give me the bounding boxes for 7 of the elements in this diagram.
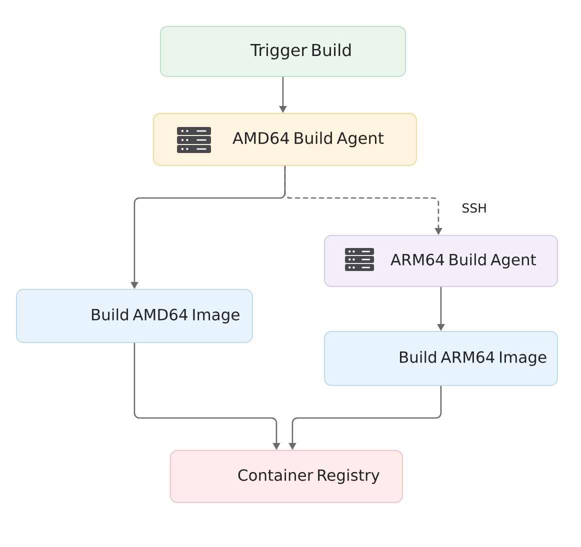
step-box: Trigger Build [160,26,406,77]
step-box: Container Registry [170,450,403,503]
step-box: Build AMD64 Image [16,289,253,343]
step-box: AMD64 Build Agent [153,113,417,166]
step-box: Build ARM64 Image [324,331,558,386]
edge-label: SSH [460,202,488,214]
step-box: ARM64 Build Agent [324,235,558,287]
